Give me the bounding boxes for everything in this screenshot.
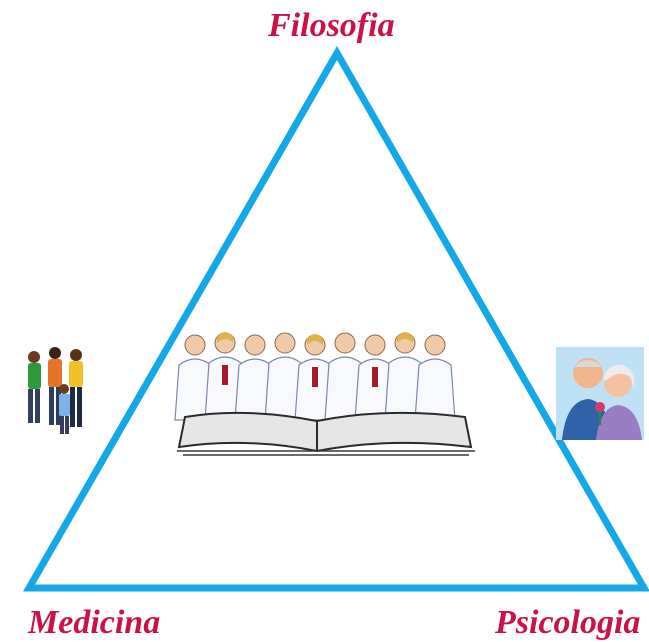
doctors-with-book-icon <box>174 332 475 456</box>
vertex-label-bottom-left: Medicina <box>28 604 161 641</box>
triangle-outline <box>22 45 649 592</box>
vertex-label-bottom-right: Psicologia <box>495 604 641 641</box>
vertex-label-top: Filosofia <box>268 7 395 44</box>
elderly-couple-icon <box>556 347 644 440</box>
family-group-icon <box>28 347 83 434</box>
